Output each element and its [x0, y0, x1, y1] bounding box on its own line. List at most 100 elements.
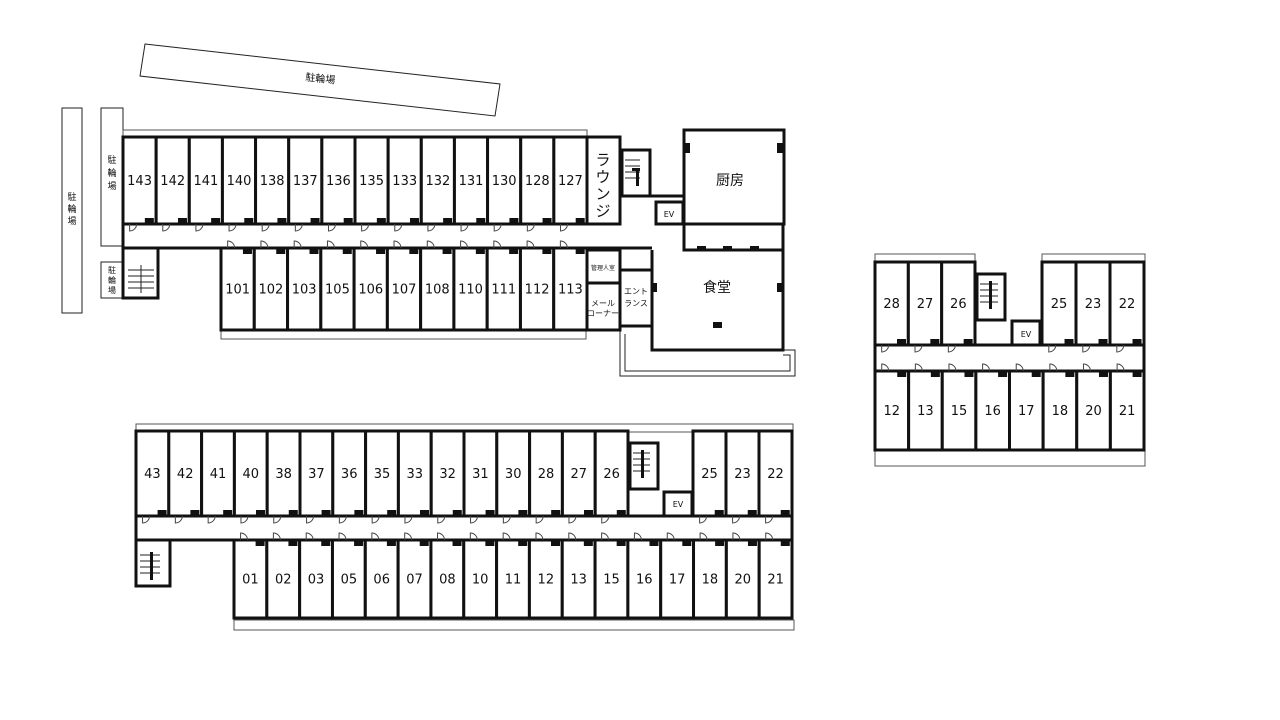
room-door [765, 532, 774, 541]
room-number: 17 [1018, 404, 1035, 419]
room-door [568, 515, 577, 524]
stair-landing [989, 281, 992, 309]
room-pillar [255, 540, 265, 546]
room-door [240, 532, 249, 541]
entrance [618, 268, 654, 328]
lounge-char: ラ [595, 151, 610, 169]
room-pillar [321, 510, 331, 516]
room-number: 28 [538, 467, 555, 482]
room-pillar [288, 510, 298, 516]
room-number: 12 [538, 573, 555, 588]
dining-pillar [750, 246, 759, 250]
room-pillar [747, 510, 757, 516]
room-door [948, 363, 957, 372]
elevator-main-label: EV [664, 210, 675, 219]
room-door [360, 240, 369, 249]
room-number: 131 [459, 174, 484, 189]
room-door [207, 515, 216, 524]
room-pillar [211, 218, 221, 224]
room-door [535, 532, 544, 541]
room-number: 142 [160, 174, 185, 189]
room-main_bottom-110 [452, 246, 489, 332]
room-door [227, 240, 236, 249]
room-number: 26 [603, 467, 620, 482]
room-number: 12 [884, 404, 901, 419]
room-door [174, 515, 183, 524]
bike-parking-small-char: 場 [108, 285, 116, 295]
entrance-label-1: エント [624, 287, 648, 296]
room-number: 130 [492, 174, 517, 189]
room-number: 01 [242, 573, 259, 588]
room-door [470, 515, 479, 524]
room-pillar [343, 218, 353, 224]
lounge-label: ラ ウ ン ジ [595, 151, 610, 220]
room-pillar [288, 540, 298, 546]
room-number: 112 [525, 283, 550, 298]
room-door [601, 532, 610, 541]
entrance-label-2: ランス [624, 299, 648, 308]
room-pillar [223, 510, 233, 516]
room-number: 27 [571, 467, 588, 482]
room-number: 16 [636, 573, 653, 588]
room-door [326, 240, 335, 249]
room-main_top-140 [220, 135, 258, 226]
room-number: 136 [326, 174, 351, 189]
room-door [914, 344, 923, 353]
room-door [469, 532, 478, 541]
room-number: 40 [243, 467, 260, 482]
room-pillar [442, 248, 452, 254]
room-pillar [310, 218, 320, 224]
room-door [327, 223, 336, 232]
room-lower_bottom-21 [757, 538, 794, 620]
room-number: 107 [392, 283, 417, 298]
lower-stairs-left [134, 538, 172, 588]
mail-corner-label-1: メール [591, 299, 615, 308]
room-pillar [386, 540, 396, 546]
room-door [394, 223, 403, 232]
elevator-right-label: EV [1021, 330, 1032, 339]
room-lower_bottom-02 [265, 538, 302, 620]
room-right_bottom-13 [907, 369, 944, 452]
room-pillar [649, 540, 659, 546]
room-lower_top-32 [429, 429, 466, 518]
room-right_top_left-26 [940, 260, 977, 347]
room-door [1116, 363, 1125, 372]
room-lower_top-31 [462, 429, 499, 518]
room-pillar [376, 248, 386, 254]
dining-pillar [777, 283, 783, 292]
dining [650, 250, 785, 352]
room-right_bottom-21 [1108, 369, 1146, 452]
room-number: 21 [1119, 404, 1136, 419]
room-number: 106 [358, 283, 383, 298]
room-number: 08 [439, 573, 456, 588]
right-stairs [975, 272, 1007, 322]
bike-parking-left-label: 駐 輪 場 [67, 191, 76, 227]
room-door [1082, 363, 1091, 372]
room-door [460, 223, 469, 232]
room-number: 36 [341, 467, 358, 482]
bike-parking-left-char: 場 [67, 215, 76, 227]
room-number: 15 [951, 404, 968, 419]
room-pillar [309, 248, 319, 254]
room-number: 17 [669, 573, 686, 588]
bike-parking-small-label: 駐 輪 場 [108, 265, 116, 295]
lower-bottom-balcony [233, 619, 795, 631]
room-door [338, 532, 347, 541]
room-pillar [747, 540, 757, 546]
room-door [162, 223, 171, 232]
stairs-main [121, 246, 160, 300]
room-right_bottom-20 [1075, 369, 1112, 452]
room-number: 10 [472, 573, 489, 588]
room-number: 110 [458, 283, 483, 298]
room-pillar [1132, 339, 1142, 345]
bike-parking-mid-label: 駐 輪 場 [107, 154, 116, 192]
room-lower_bottom-03 [298, 538, 334, 620]
dining-pillar [652, 283, 657, 292]
room-number: 140 [227, 174, 252, 189]
room-main_top-131 [452, 135, 490, 226]
room-door [526, 223, 535, 232]
room-door [293, 240, 302, 249]
room-pillar [897, 339, 906, 345]
room-number: 16 [984, 404, 1001, 419]
